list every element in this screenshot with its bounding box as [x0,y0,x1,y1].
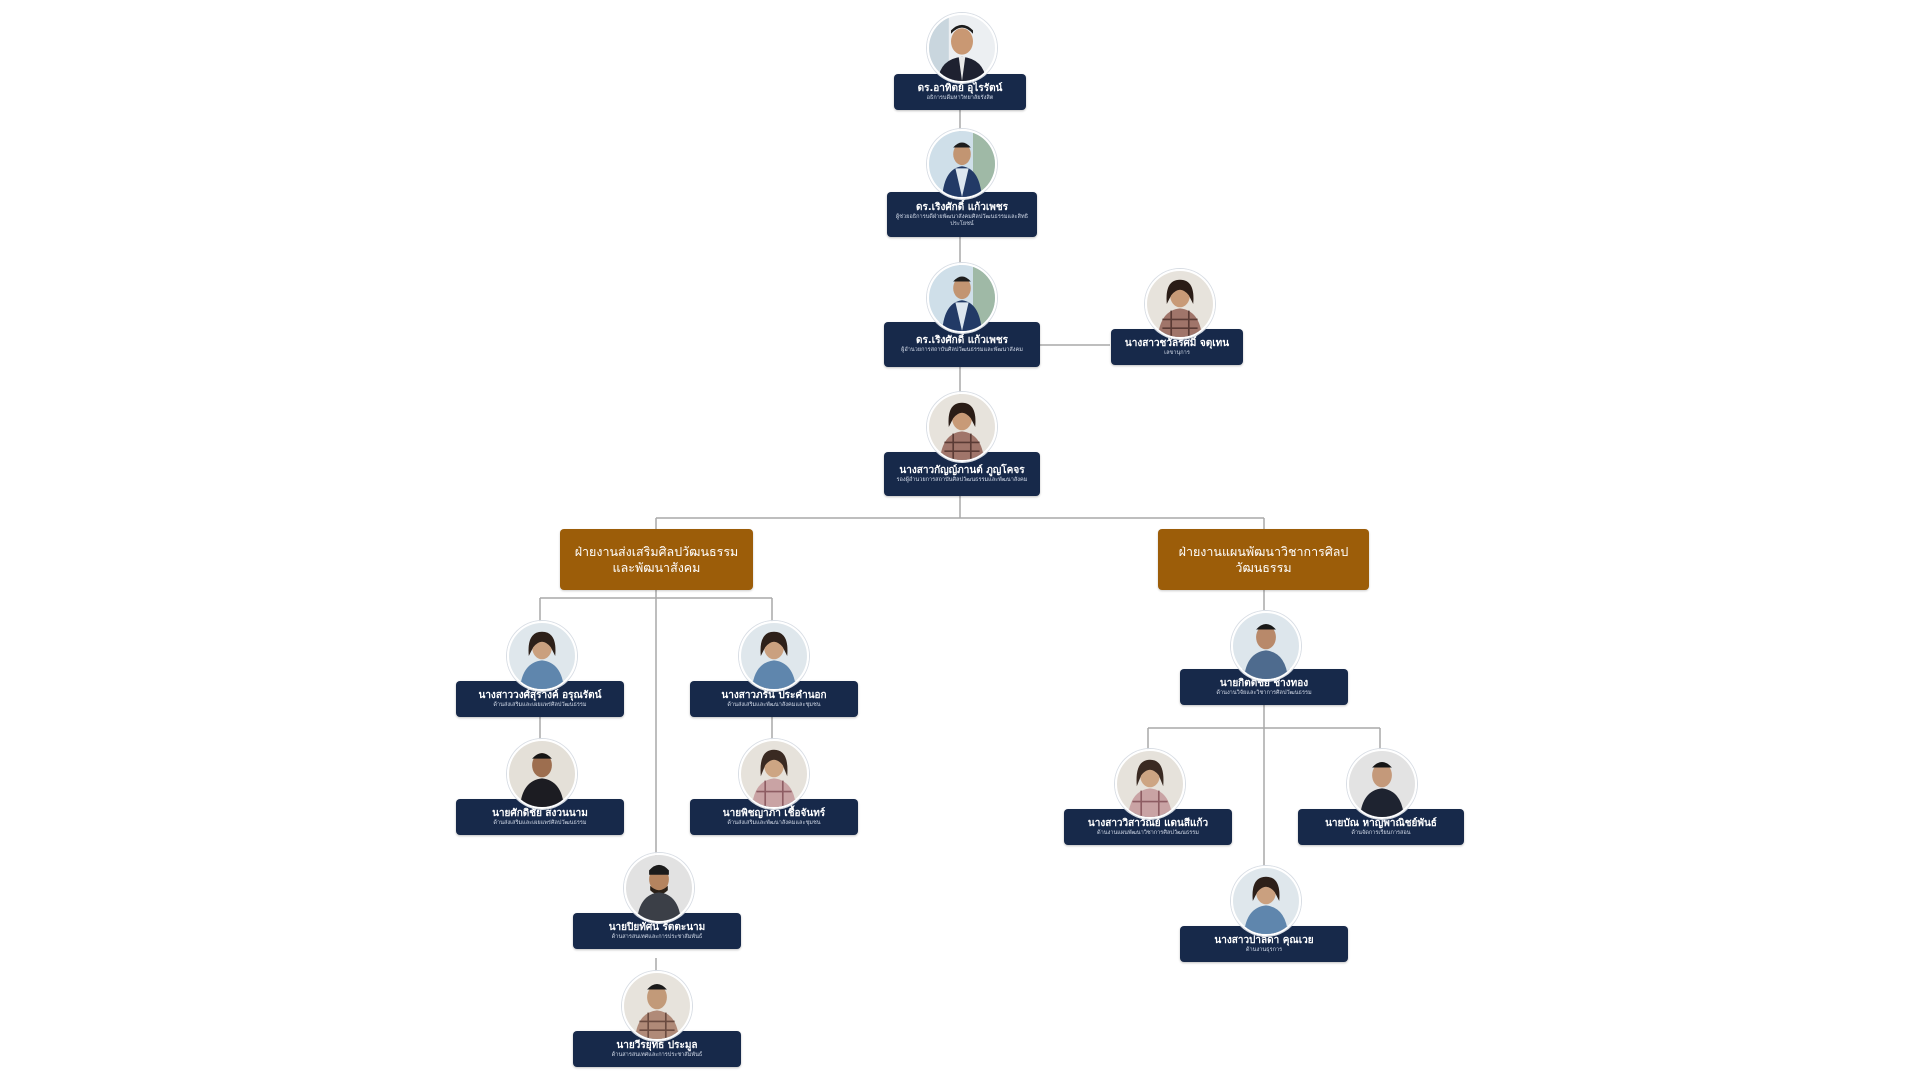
person-name: นางสาววิสาวัณย์ แดนสีแก้ว [1087,817,1209,829]
avatar [739,621,809,691]
person-role: ด้านส่งเสริมและเผยแพร่ศิลปวัฒนธรรม [493,819,587,826]
person-role: เลขานุการ [1164,349,1190,356]
person-role: ผู้อำนวยการสถาบันศิลปวัฒนธรรมและพัฒนาสัง… [901,347,1023,353]
avatar [739,739,809,809]
avatar [1145,269,1215,339]
person-role: ด้านส่งเสริมและพัฒนาสังคมและชุมชน [727,819,821,826]
person-role: ผู้ช่วยอธิการบดีฝ่ายพัฒนาสังคมศิลปวัฒนธร… [895,213,1029,227]
person-role: ด้านงานธุรการ [1245,946,1283,953]
avatar [1115,749,1185,819]
avatar [1347,749,1417,819]
person-name: นายบัณ หาญพาณิชย์พันธ์ [1325,817,1437,829]
avatar [927,13,997,83]
person-name: ดร.เริงศักดิ์ แก้วเพชร [916,335,1008,346]
person-name: นายกิตติชัย ช้างทอง [1219,677,1309,689]
avatar [927,263,997,333]
person-name: นายพิชญาภา เชื้อจันทร์ [722,807,826,819]
person-name: นางสาวชวัลรัศมิ์ จตุเทน [1124,337,1230,349]
person-card: นายบัณ หาญพาณิชย์พันธ์ ด้านจัดการเรียนกา… [1298,809,1464,845]
avatar [507,621,577,691]
department-arts-promotion: ฝ่ายงานส่งเสริมศิลปวัฒนธรรม และพัฒนาสังค… [560,529,753,590]
person-name: ดร.อาทิตย์ อุไรรัตน์ [917,82,1003,94]
person-name: ดร.เริงศักดิ์ แก้วเพชร [916,201,1008,213]
avatar [1231,866,1301,936]
person-role: ด้านงานแผนพัฒนาวิชาการศิลปวัฒนธรรม [1097,829,1199,836]
person-role: รองผู้อำนวยการสถาบันศิลปวัฒนธรรมและพัฒนา… [896,476,1028,483]
avatar [927,129,997,199]
person-role: ด้านงานวิจัยและวิชาการศิลปวัฒนธรรม [1216,689,1312,696]
person-role: ด้านส่งเสริมและเผยแพร่ศิลปวัฒนธรรม [493,701,587,708]
person-role: ด้านสารสนเทศและการประชาสัมพันธ์ [611,933,703,940]
person-role: อธิการบดีมหาวิทยาลัยรังสิต [926,94,994,101]
avatar [622,971,692,1041]
person-name: นายศักดิชัย สงวนนาม [492,807,588,819]
person-name: นางสาวกัญญ์ภานต์ ภูญโคจร [899,464,1025,476]
person-name: นางสาวปาลิดา คุณเวย [1214,934,1314,946]
avatar [507,739,577,809]
avatar [624,853,694,923]
person-role: ด้านจัดการเรียนการสอน [1351,829,1411,836]
person-card: ดร.เริงศักดิ์ แก้วเพชร ผู้ช่วยอธิการบดีฝ… [887,192,1037,237]
department-academic-planning: ฝ่ายงานแผนพัฒนาวิชาการศิลปวัฒนธรรม [1158,529,1369,590]
person-name: นายปิยทัศน์ รัตตะนาม [608,921,706,933]
avatar [927,392,997,462]
person-role: ด้านสารสนเทศและการประชาสัมพันธ์ [611,1051,703,1058]
person-name: นางสาวภรัน ประคำนอก [721,689,827,701]
person-name: นางสาววงศ์สุรางค์ อรุณรัตน์ [478,689,602,701]
avatar [1231,611,1301,681]
person-name: นายวีรยุทธ ประมูล [616,1039,698,1051]
person-role: ด้านส่งเสริมและพัฒนาสังคมและชุมชน [727,701,821,708]
